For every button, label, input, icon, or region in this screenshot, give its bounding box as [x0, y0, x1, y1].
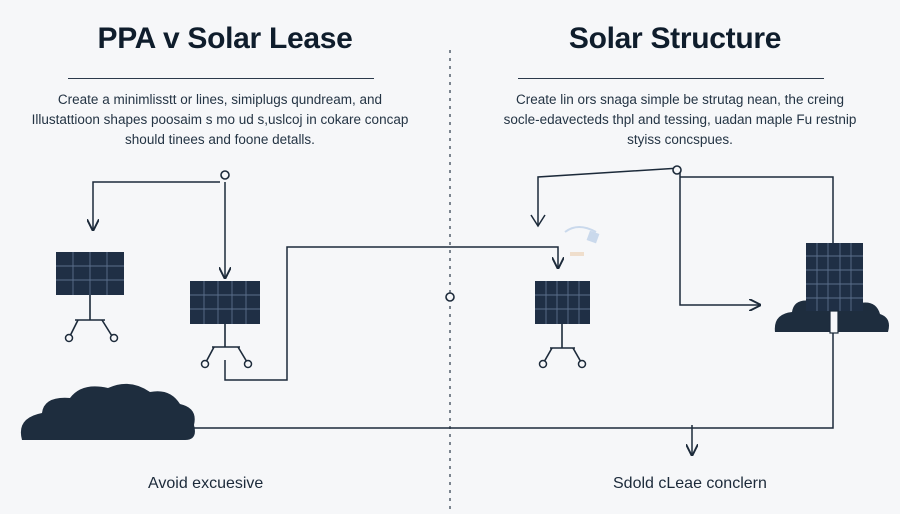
connector-right-arrowhead — [530, 214, 546, 228]
solar-panel-icon — [190, 281, 260, 369]
connector-node-icon — [445, 292, 455, 302]
right-title: Solar Structure — [568, 22, 782, 55]
cloud-icon — [20, 383, 195, 440]
right-description-line-1: Create lin ors snaga simple be strutag n… — [516, 92, 844, 107]
right-description: Create lin ors snaga simple be strutag n… — [490, 90, 870, 150]
left-description-line-1: Create a minimlisstt or lines, simiplugs… — [57, 92, 383, 107]
left-title: PPA v Solar Lease — [97, 22, 353, 55]
connector-node-icon — [672, 165, 682, 175]
left-caption: Avoid excuesive — [148, 475, 264, 492]
left-title-underline — [68, 78, 374, 79]
right-description-line-2: socle-edavecteds thpl and tessing, uadan… — [503, 112, 857, 127]
right-title-underline — [518, 78, 824, 79]
left-description-line-2: Illustattioon shapes poosaim s mo ud s,u… — [31, 112, 409, 127]
right-caption: Sdold cLeae conclern — [613, 475, 767, 492]
left-description: Create a minimlisstt or lines, simiplugs… — [30, 90, 410, 150]
solar-panel-icon — [535, 281, 590, 369]
left-description-line-3: should tinees and foone detalls. — [125, 132, 315, 147]
connector-top-left — [93, 181, 220, 230]
connector-bridge — [224, 246, 558, 381]
solar-panel-icon — [806, 243, 863, 334]
solar-panel-icon — [56, 252, 124, 343]
watermark-icon — [564, 226, 600, 256]
right-description-line-3: styiss concspues. — [627, 132, 733, 147]
connector-node-icon — [220, 170, 230, 180]
connector-right-down — [679, 170, 760, 305]
connector-right-bracket — [537, 167, 681, 225]
